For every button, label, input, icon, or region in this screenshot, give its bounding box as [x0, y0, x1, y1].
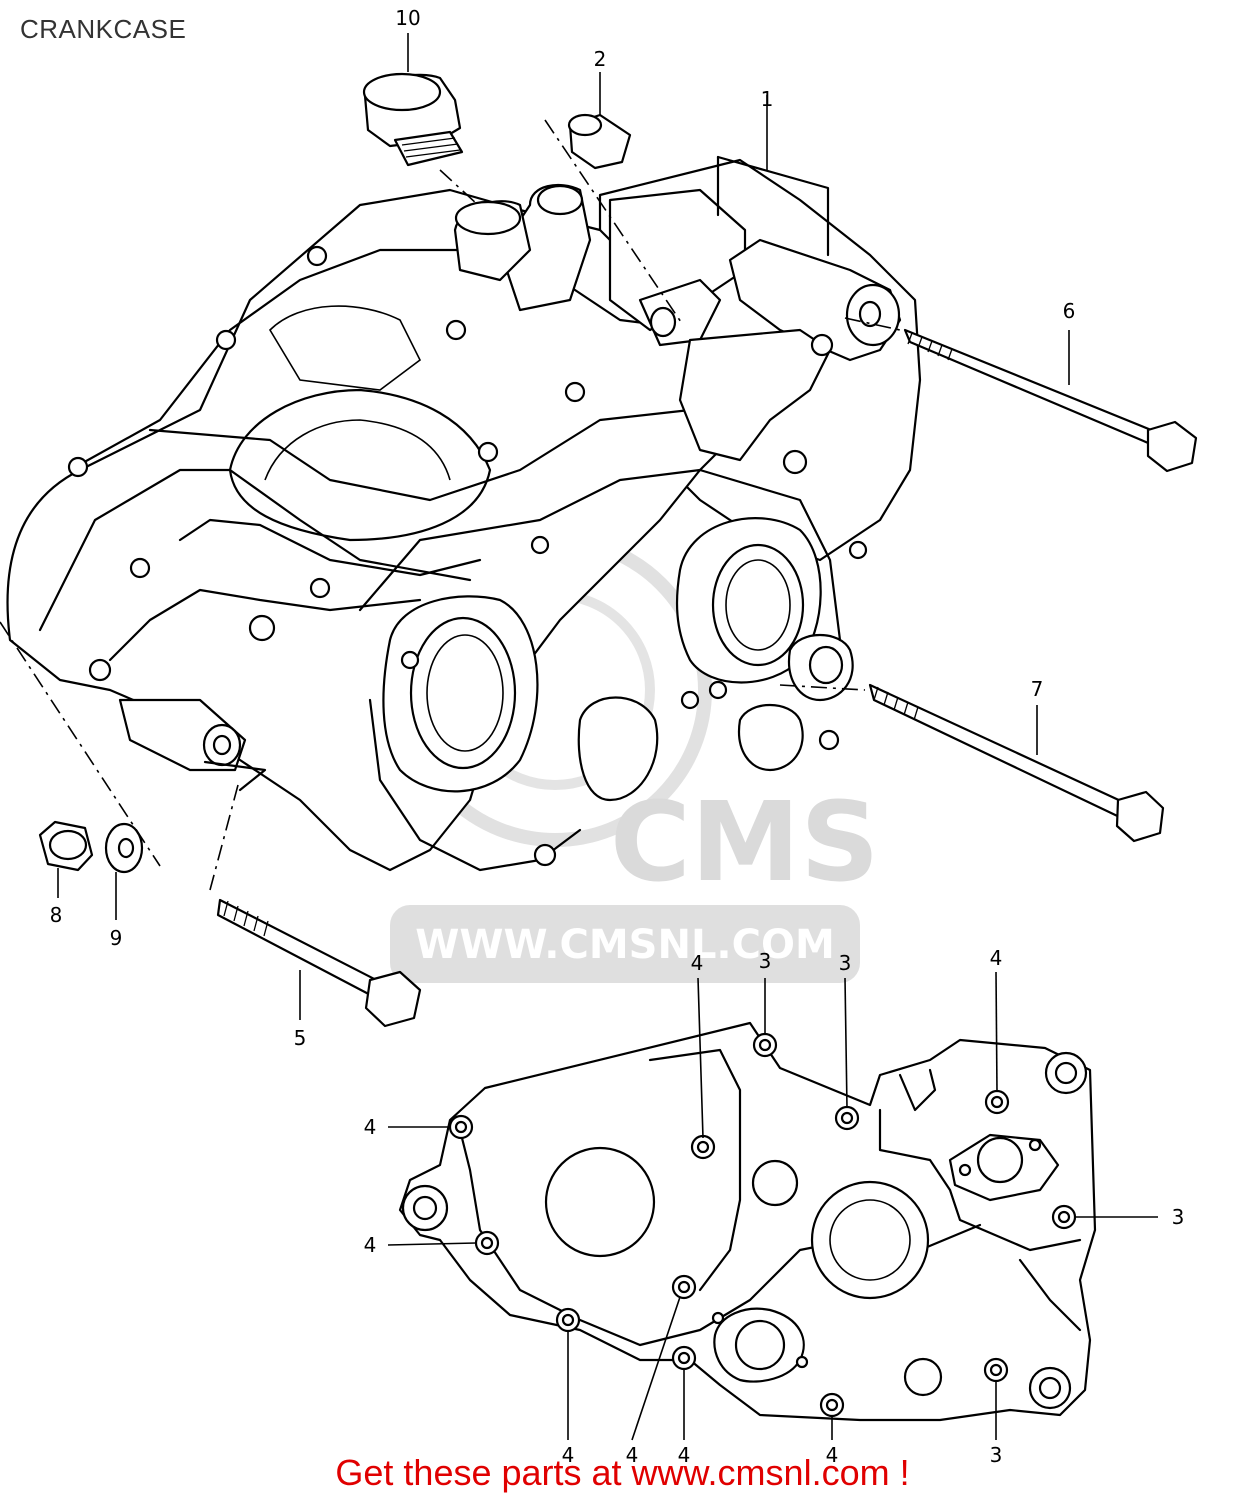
- leader-lines: [57, 33, 1158, 1441]
- callout-numbers: 10 2 1 6 7 8 9 5 4 3 3 4 4 4 3 4 4 4 4 3: [50, 6, 1185, 1467]
- callout-3: 3: [839, 951, 852, 975]
- watermark-url: WWW.CMSNL.COM: [415, 922, 835, 968]
- callout-4: 4: [678, 1443, 691, 1467]
- part-bolt-5: [216, 898, 422, 1028]
- callout-10: 10: [395, 6, 420, 30]
- crankcase-upper: [6, 158, 922, 872]
- callout-6: 6: [1063, 299, 1076, 323]
- crankcase-cover-plate: [398, 1021, 1097, 1422]
- callout-1: 1: [761, 87, 774, 111]
- part-oil-filler-plug: [362, 72, 464, 167]
- callout-4: 4: [691, 951, 704, 975]
- cover-bolt-holes: [448, 1032, 1077, 1418]
- callout-4: 4: [364, 1233, 377, 1257]
- watermark-brand: CMS: [610, 778, 879, 906]
- callout-4: 4: [826, 1443, 839, 1467]
- part-nut-8: [38, 820, 94, 872]
- callout-2: 2: [594, 47, 607, 71]
- footer-text: Get these parts at www.cmsnl.com !: [335, 1452, 910, 1493]
- callout-3: 3: [1172, 1205, 1185, 1229]
- part-bolt-6: [903, 328, 1198, 473]
- callout-4: 4: [562, 1443, 575, 1467]
- callout-7: 7: [1031, 677, 1044, 701]
- part-washer-9: [104, 822, 144, 874]
- part-bolt-7: [868, 683, 1165, 843]
- callout-4: 4: [364, 1115, 377, 1139]
- callout-4: 4: [990, 946, 1003, 970]
- callout-3: 3: [990, 1443, 1003, 1467]
- assembly-lines: [0, 119, 901, 891]
- page-title: CRANKCASE: [20, 14, 187, 44]
- part-dowel-pin: [567, 113, 632, 170]
- callout-4: 4: [626, 1443, 639, 1467]
- callout-9: 9: [110, 926, 123, 950]
- callout-5: 5: [294, 1026, 307, 1050]
- label-bracket-1: [716, 155, 830, 257]
- callout-8: 8: [50, 903, 63, 927]
- callout-3: 3: [759, 949, 772, 973]
- footer-link[interactable]: Get these parts at www.cmsnl.com !: [0, 1452, 1245, 1494]
